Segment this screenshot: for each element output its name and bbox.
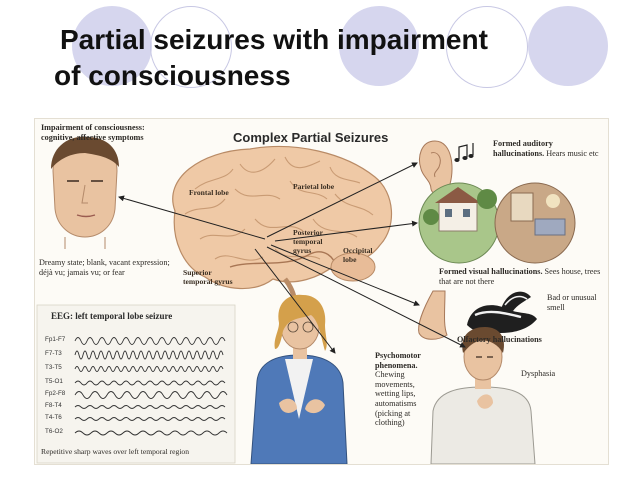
figure-illustration	[36, 136, 576, 464]
eeg-lead-label: Fp2-F8	[45, 390, 66, 397]
connector-arrows	[118, 162, 466, 354]
occipital-lobe-label: Occipital lobe	[343, 246, 373, 264]
olfactory-hallucinations-label: Olfactory hallucinations	[457, 335, 542, 344]
eeg-panel	[36, 304, 236, 464]
eeg-lead-label: T5-O1	[45, 378, 63, 385]
auditory-hallucinations-title: Formed auditory hallucinations.	[493, 139, 553, 158]
brain-illustration	[172, 146, 392, 325]
man-illustration	[430, 327, 536, 464]
posterior-temporal-gyrus-label: Posterior temporal gyrus	[293, 228, 323, 255]
psychomotor-title: Psychomotor phenomena.	[375, 351, 421, 370]
impairment-description: Dreamy state; blank, vacant expression; …	[39, 258, 170, 277]
decor-circle	[150, 6, 232, 88]
psychomotor-text: Psychomotor phenomena. Chewing movements…	[375, 351, 437, 428]
eeg-lead-label: F7-T3	[45, 350, 62, 357]
bad-smell-label: Bad or unusual smell	[547, 293, 597, 312]
visual-hallucination-illustration	[418, 182, 576, 264]
superior-temporal-gyrus-label: Superior temporal gyrus	[183, 268, 233, 286]
eeg-title: EEG: left temporal lobe seizure	[51, 311, 173, 321]
eeg-caption: Repetitive sharp waves over left tempora…	[41, 447, 190, 456]
impairment-title-line2: cognitive, affective symptoms	[41, 132, 144, 142]
psychomotor-desc: Chewing movements, wetting lips, automat…	[375, 370, 417, 428]
visual-hallucinations-title: Formed visual hallucinations.	[439, 267, 543, 276]
eeg-lead-label: Fp1-F7	[45, 336, 66, 343]
woman-illustration	[250, 294, 348, 464]
dysphasia-label: Dysphasia	[521, 369, 556, 378]
visual-hallucinations-text: Formed visual hallucinations. Sees house…	[439, 267, 605, 286]
decor-circle	[446, 6, 528, 88]
parietal-lobe-label: Parietal lobe	[293, 182, 335, 191]
eeg-lead-label: T6-O2	[45, 428, 63, 435]
eeg-lead-label: T3-T5	[45, 364, 62, 371]
slide-title-line1: Partial seizures with impairment	[60, 24, 488, 55]
decor-circle	[339, 6, 419, 86]
nose-illustration	[418, 290, 448, 340]
figure-title: Complex Partial Seizures	[233, 130, 389, 145]
man-face-illustration	[51, 136, 119, 249]
decor-circle	[528, 6, 608, 86]
slide-title: Partial seizures with impairment of cons…	[54, 22, 620, 94]
eeg-lead-label: F8-T4	[45, 402, 62, 409]
ear-illustration	[419, 140, 474, 196]
slide-title-line2: of consciousness	[54, 60, 291, 91]
eeg-lead-label: T4-T6	[45, 414, 62, 421]
auditory-hallucinations-text: Formed auditory hallucinations. Hears mu…	[493, 139, 605, 158]
impairment-title: Impairment of consciousness: cognitive, …	[41, 123, 211, 142]
visual-hallucinations-desc: Sees house, trees that are not there	[439, 267, 601, 286]
impairment-title-line1: Impairment of consciousness:	[41, 123, 145, 132]
complex-partial-seizures-figure: Impairment of consciousness: cognitive, …	[34, 118, 609, 465]
frontal-lobe-label: Frontal lobe	[189, 188, 229, 197]
decor-circle	[72, 6, 152, 86]
skunk-illustration	[467, 291, 537, 334]
auditory-hallucinations-desc: Hears music etc	[546, 148, 599, 158]
